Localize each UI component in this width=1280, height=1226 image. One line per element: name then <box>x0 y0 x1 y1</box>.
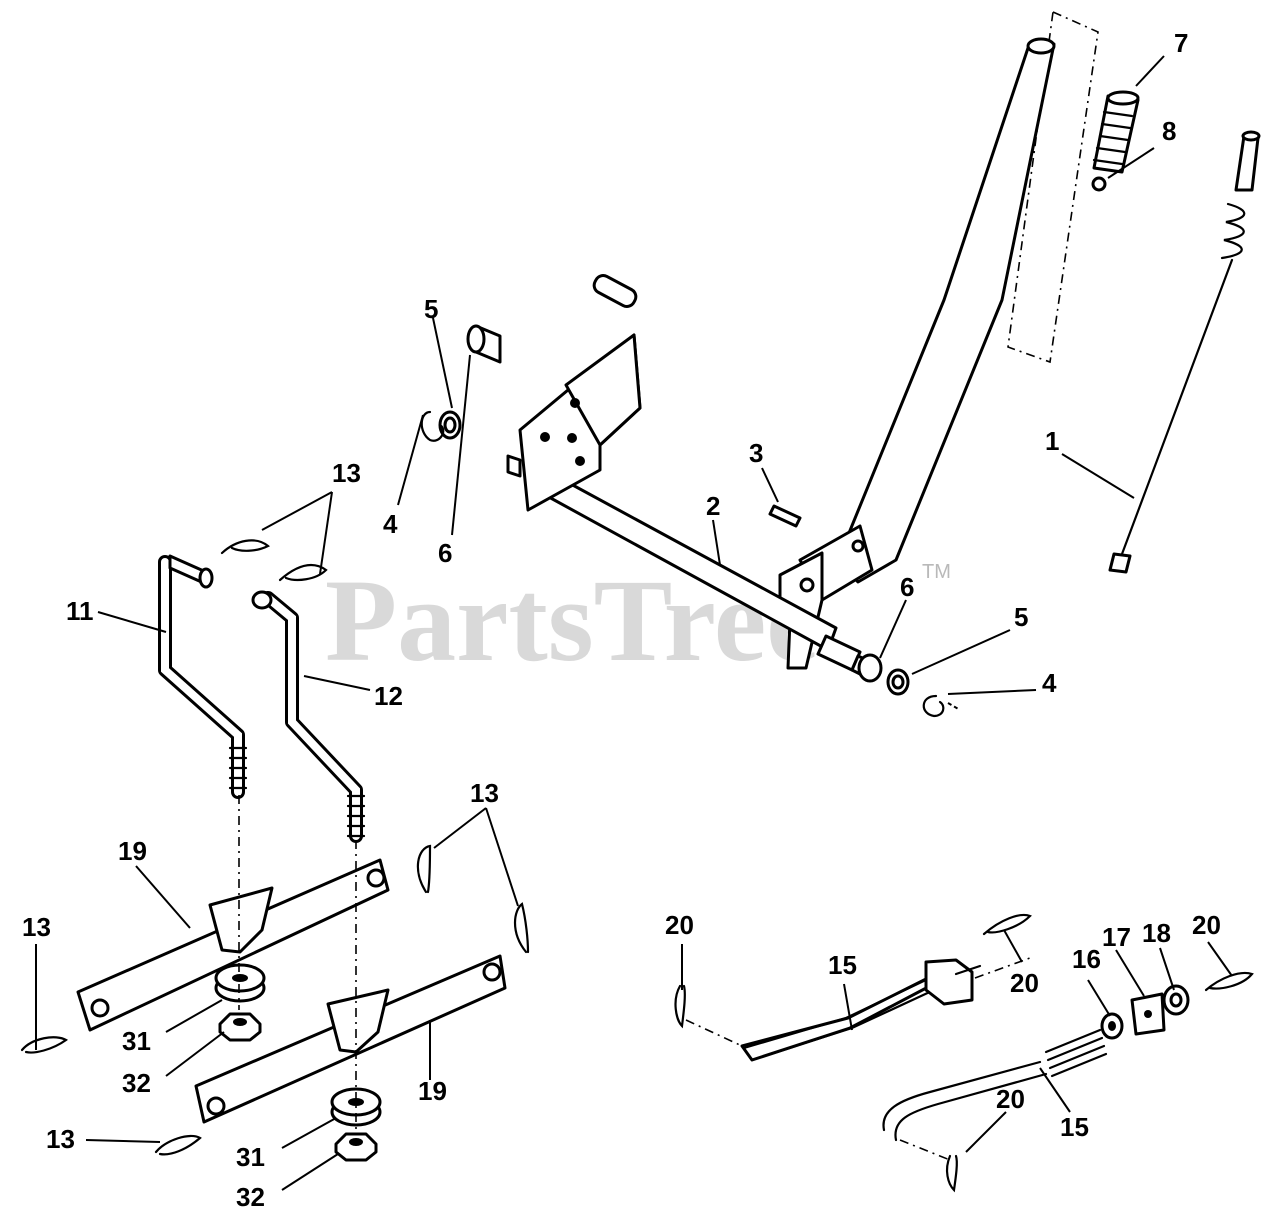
callout-labels: 1 2 3 4 4 5 5 6 6 7 8 11 12 13 13 13 13 … <box>22 28 1221 1212</box>
roll-pin <box>768 504 802 528</box>
callout-13-top: 13 <box>332 458 361 488</box>
mounting-plate <box>518 274 642 512</box>
callout-1: 1 <box>1045 426 1059 456</box>
callout-12: 12 <box>374 681 403 711</box>
watermark-trademark: TM <box>922 561 951 583</box>
lift-link-left <box>158 554 248 799</box>
right-bushing <box>850 653 883 683</box>
callout-5-left: 5 <box>424 294 438 324</box>
callout-19-upper: 19 <box>118 836 147 866</box>
alignment-line-rod <box>685 1019 743 1047</box>
left-washer <box>438 410 462 440</box>
right-clip <box>922 694 961 718</box>
callout-13-left: 13 <box>22 912 51 942</box>
trunnion-bushing <box>1162 984 1190 1016</box>
adjuster-cable-rod <box>1108 130 1261 574</box>
callout-13-middle: 13 <box>470 778 499 808</box>
handle-ball <box>1091 176 1107 192</box>
lift-arm-upper <box>76 858 390 1032</box>
trunnion-block <box>1130 992 1166 1036</box>
control-rod-lower <box>882 1028 1108 1142</box>
handle-grip <box>1092 90 1140 174</box>
callout-4-left: 4 <box>383 509 398 539</box>
leader-lines <box>35 55 1233 1191</box>
clip-pins <box>674 913 1254 1193</box>
callout-2: 2 <box>706 491 720 521</box>
callout-32-lower: 32 <box>236 1182 265 1212</box>
callout-20-right: 20 <box>1192 910 1221 940</box>
callout-31-lower: 31 <box>236 1142 265 1172</box>
callout-11: 11 <box>66 596 94 626</box>
callout-5-right: 5 <box>1014 602 1028 632</box>
callout-4-right: 4 <box>1042 668 1057 698</box>
callout-7: 7 <box>1174 28 1188 58</box>
right-washer <box>886 668 910 696</box>
handle-dashed-outline <box>1007 10 1099 364</box>
callout-15-upper: 15 <box>828 950 857 980</box>
callout-13-bottom: 13 <box>46 1124 75 1154</box>
callout-20-bottom: 20 <box>996 1084 1025 1114</box>
nut-lower <box>334 1132 378 1162</box>
callout-6-right: 6 <box>900 572 914 602</box>
lift-link-right <box>251 590 366 843</box>
left-bushing <box>466 324 522 478</box>
watermark-text: PartsTree <box>325 555 819 686</box>
alignment-line-clip <box>899 1139 951 1161</box>
spacer-upper <box>214 963 266 1003</box>
rod-nut <box>1100 1012 1124 1040</box>
hairpin-clip <box>20 539 530 1156</box>
callout-8: 8 <box>1162 116 1176 146</box>
callout-17: 17 <box>1102 922 1131 952</box>
control-rod-upper <box>740 958 982 1062</box>
callout-20-center: 20 <box>1010 968 1039 998</box>
callout-3: 3 <box>749 438 763 468</box>
callout-19-lower: 19 <box>418 1076 447 1106</box>
callout-6-left: 6 <box>438 538 452 568</box>
callout-32-upper: 32 <box>122 1068 151 1098</box>
left-clip <box>420 410 445 442</box>
lift-handle-lever <box>778 37 1056 670</box>
lift-arm-lower <box>194 954 507 1124</box>
callout-15-lower: 15 <box>1060 1112 1089 1142</box>
callout-16: 16 <box>1072 944 1101 974</box>
nut-upper <box>218 1012 262 1042</box>
callout-18: 18 <box>1142 918 1171 948</box>
callout-31-upper: 31 <box>122 1026 151 1056</box>
callout-20-left: 20 <box>665 910 694 940</box>
